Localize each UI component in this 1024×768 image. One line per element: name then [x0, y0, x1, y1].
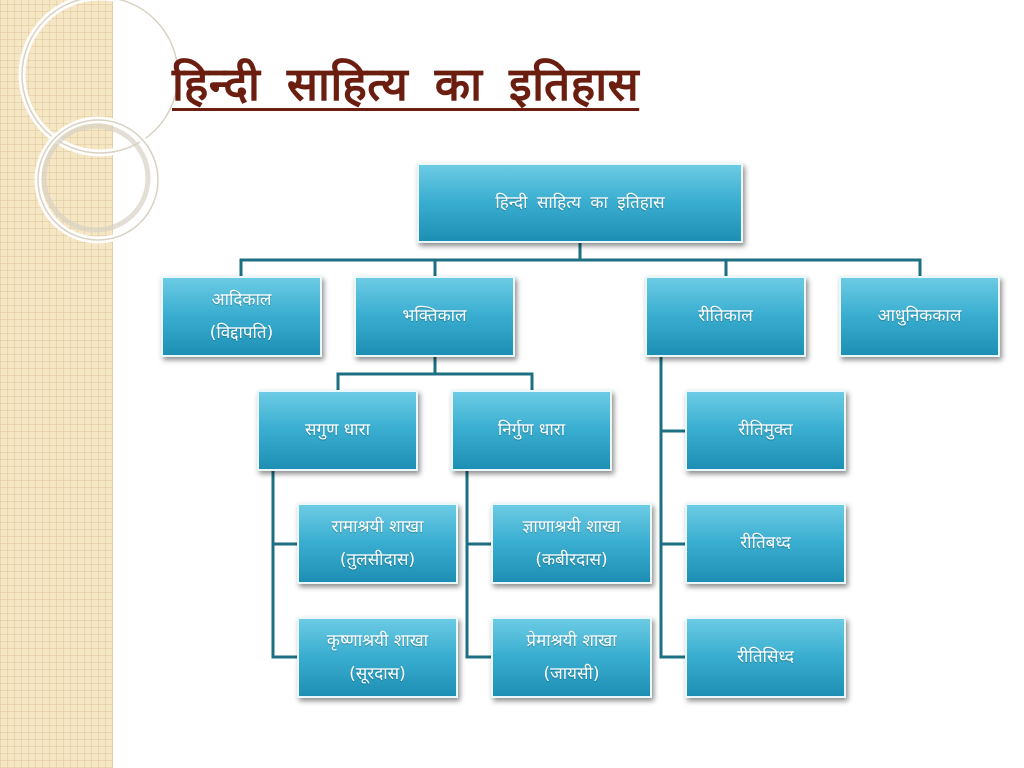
node-krishnashrayi-sub: (सूरदास): [349, 663, 406, 684]
node-gyanashrayi-shakha: ज्ञाणाश्रयी शाखा (कबीरदास): [491, 503, 652, 584]
node-saguna-dhara-label: सगुण धारा: [305, 420, 370, 441]
page-title: हिन्दी साहित्य का इतिहास: [172, 57, 640, 111]
node-adikal: आदिकाल (विद्दापति): [161, 276, 322, 357]
decorative-circles: [18, 0, 182, 244]
node-ritimukt-label: रीतिमुक्त: [738, 420, 793, 441]
node-gyanashrayi-label: ज्ञाणाश्रयी शाखा: [522, 517, 621, 538]
node-adikal-sub: (विद्दापति): [209, 322, 274, 343]
node-saguna-dhara: सगुण धारा: [257, 390, 418, 471]
node-adhunikkal-label: आधुनिककाल: [877, 306, 962, 327]
node-gyanashrayi-sub: (कबीरदास): [535, 549, 608, 570]
node-premashrayi-label: प्रेमाश्रयी शाखा: [526, 631, 617, 652]
node-ramashrayi-label: रामाश्रयी शाखा: [331, 517, 424, 538]
node-premashrayi-sub: (जायसी): [543, 663, 600, 684]
node-bhaktikal: भक्तिकाल: [354, 276, 515, 357]
node-ritikal: रीतिकाल: [645, 276, 806, 357]
node-root-label: हिन्दी साहित्य का इतिहास: [495, 192, 665, 213]
node-ritisiddh-label: रीतिसिध्द: [737, 647, 794, 668]
node-nirguna-dhara: निर्गुण धारा: [451, 390, 612, 471]
node-ritibaddh: रीतिबध्द: [685, 503, 846, 584]
node-nirguna-dhara-label: निर्गुण धारा: [497, 420, 566, 441]
node-adikal-label: आदिकाल: [211, 290, 272, 311]
node-krishnashrayi-shakha: कृष्णाश्रयी शाखा (सूरदास): [297, 617, 458, 698]
node-root: हिन्दी साहित्य का इतिहास: [417, 163, 743, 243]
node-adhunikkal: आधुनिककाल: [839, 276, 1000, 357]
node-krishnashrayi-label: कृष्णाश्रयी शाखा: [326, 631, 429, 652]
node-ritimukt: रीतिमुक्त: [685, 390, 846, 471]
node-ritisiddh: रीतिसिध्द: [685, 617, 846, 698]
node-ritibaddh-label: रीतिबध्द: [740, 533, 791, 554]
node-ramashrayi-shakha: रामाश्रयी शाखा (तुलसीदास): [297, 503, 458, 584]
node-premashrayi-shakha: प्रेमाश्रयी शाखा (जायसी): [491, 617, 652, 698]
node-ritikal-label: रीतिकाल: [698, 306, 753, 327]
node-bhaktikal-label: भक्तिकाल: [402, 306, 467, 327]
node-ramashrayi-sub: (तुलसीदास): [339, 549, 416, 570]
